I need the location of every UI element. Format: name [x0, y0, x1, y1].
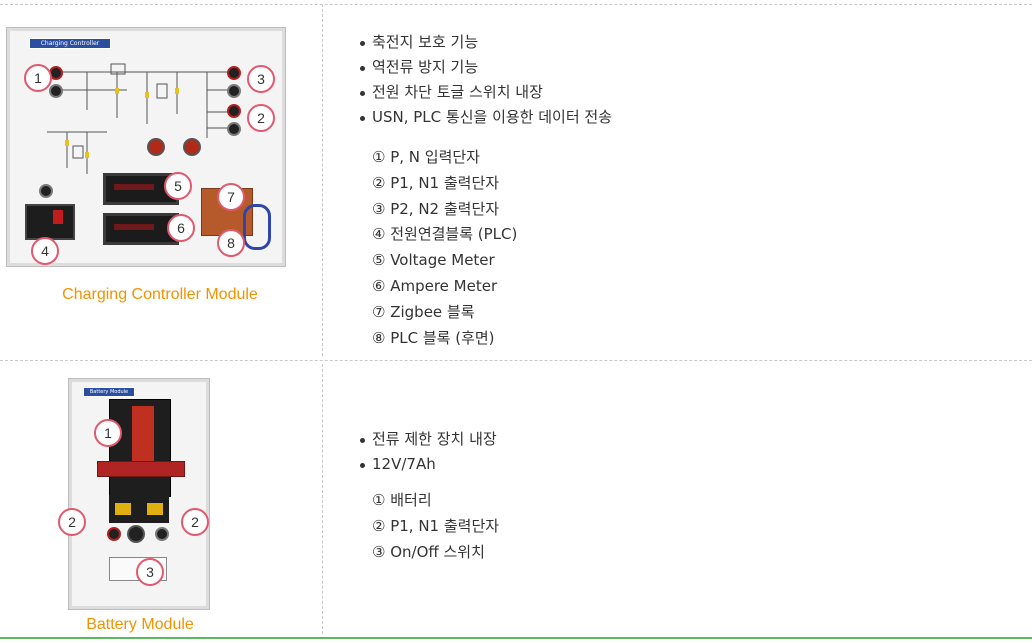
- feature-list: 축전지 보호 기능 역전류 방지 기능 전원 차단 토글 스위치 내장 USN,…: [360, 30, 612, 130]
- charging-controller-image: Charging Controller Module: [6, 27, 286, 267]
- component-item: ① P, N 입력단자: [372, 148, 480, 166]
- component-item: ⑧ PLC 블록 (후면): [372, 328, 495, 347]
- component-item: ② P1, N1 출력단자: [372, 516, 500, 535]
- component-item: ② P1, N1 출력단자: [372, 173, 500, 192]
- battery-holder: [109, 495, 169, 523]
- callout-3: 3: [136, 558, 164, 586]
- feature-list: 전류 제한 장치 내장 12V/7Ah: [360, 427, 497, 477]
- component-item: ⑥ Ampere Meter: [372, 276, 498, 295]
- toggle-knob-1: [147, 138, 165, 156]
- battery-label: [132, 406, 154, 466]
- bottom-rule: [0, 637, 1032, 639]
- feature-item: 축전지 보호 기능: [360, 30, 612, 55]
- callout-8: 8: [217, 229, 245, 257]
- feature-item: 전류 제한 장치 내장: [360, 427, 497, 452]
- column-divider-top: [322, 4, 323, 356]
- ground-jack: [39, 184, 53, 198]
- onoff-switch: [127, 525, 145, 543]
- module-caption: Charging Controller Module: [62, 286, 258, 303]
- power-socket: [25, 204, 75, 240]
- callout-7: 7: [217, 183, 245, 211]
- terminal-connector: [147, 503, 163, 515]
- module-tag: Battery Module: [83, 387, 135, 397]
- component-item: ④ 전원연결블록 (PLC): [372, 225, 518, 244]
- feature-item: 전원 차단 토글 스위치 내장: [360, 80, 612, 105]
- top-divider: [0, 4, 1032, 5]
- power-switch: [53, 210, 63, 224]
- output-jack-n1: [227, 122, 241, 136]
- output-jack-n2: [227, 84, 241, 98]
- callout-1: 1: [94, 419, 122, 447]
- feature-item: 역전류 방지 기능: [360, 55, 612, 80]
- output-jack-n1: [155, 527, 169, 541]
- callout-4: 4: [31, 237, 59, 265]
- feature-item: 12V/7Ah: [360, 452, 497, 477]
- circuit-diagram: [47, 63, 237, 174]
- callout-1: 1: [24, 64, 52, 92]
- module-caption: Battery Module: [86, 616, 194, 633]
- component-item: ① 배터리: [372, 491, 432, 509]
- component-item: ③ On/Off 스위치: [372, 542, 485, 561]
- component-item: ⑤ Voltage Meter: [372, 251, 495, 270]
- callout-6: 6: [167, 214, 195, 242]
- module-tag: Charging Controller Module: [29, 38, 111, 49]
- battery-strap: [97, 461, 185, 477]
- component-list: ① 배터리 ② P1, N1 출력단자 ③ On/Off 스위치: [372, 488, 499, 565]
- callout-2: 2: [181, 508, 209, 536]
- output-jack-p2: [227, 66, 241, 80]
- ampere-meter: [103, 213, 179, 245]
- toggle-knob-2: [183, 138, 201, 156]
- callout-3: 3: [247, 65, 275, 93]
- battery-body: [109, 399, 171, 497]
- component-item: ③ P2, N2 출력단자: [372, 199, 500, 218]
- output-jack-p1: [227, 104, 241, 118]
- callout-2: 2: [247, 104, 275, 132]
- callout-2: 2: [58, 508, 86, 536]
- column-divider-bottom: [322, 364, 323, 634]
- input-jack-n: [49, 84, 63, 98]
- cable-loop: [243, 204, 271, 250]
- row-divider: [0, 360, 1032, 361]
- component-list: ① P, N 입력단자 ② P1, N1 출력단자 ③ P2, N2 출력단자 …: [372, 145, 517, 351]
- callout-5: 5: [164, 172, 192, 200]
- output-jack-p1: [107, 527, 121, 541]
- feature-item: USN, PLC 통신을 이용한 데이터 전송: [360, 105, 612, 130]
- component-item: ⑦ Zigbee 블록: [372, 302, 475, 321]
- terminal-connector: [115, 503, 131, 515]
